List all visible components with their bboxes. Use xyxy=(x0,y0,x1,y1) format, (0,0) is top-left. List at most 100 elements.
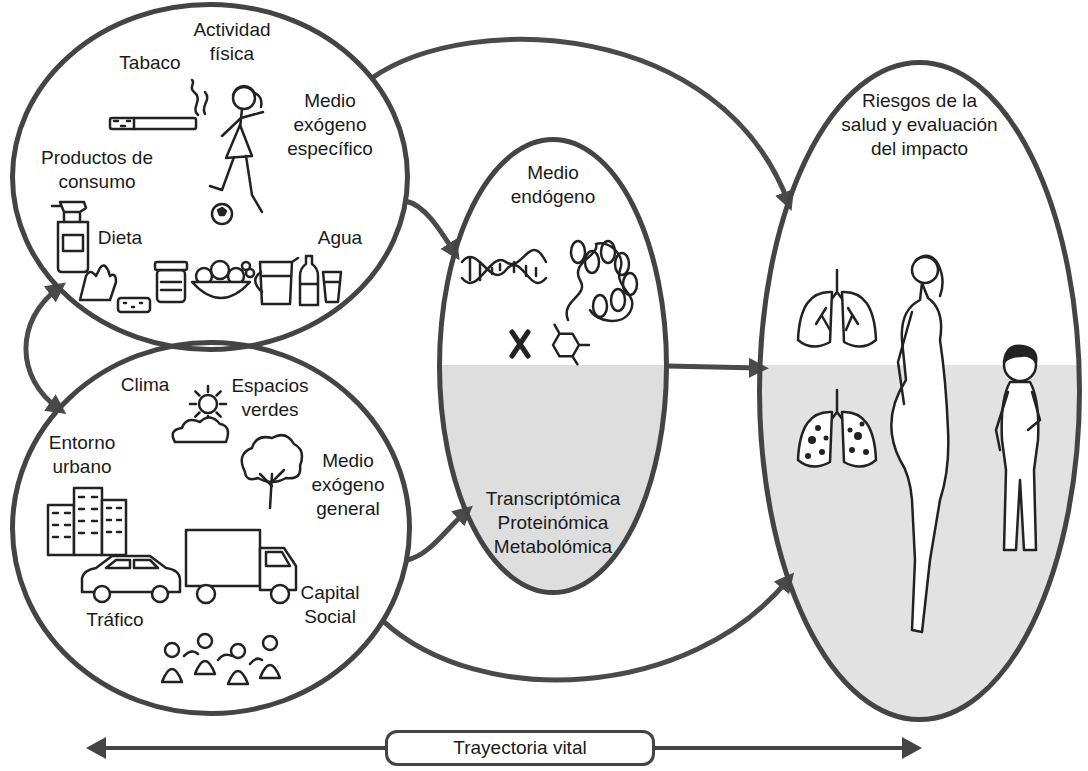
child-playing-icon xyxy=(222,112,263,136)
molecule-icon xyxy=(553,325,589,365)
flow-arrow xyxy=(383,579,789,680)
water-icon xyxy=(324,281,340,284)
node-label: Capital Social xyxy=(296,581,364,629)
traffic-icon xyxy=(260,548,296,590)
damaged-lungs-icon xyxy=(808,436,816,444)
endogenous-oval: Medio endógenoTranscriptómica Proteinómi… xyxy=(437,137,669,595)
pregnant-woman-icon xyxy=(916,256,943,296)
node-label: Actividad física xyxy=(187,18,277,66)
child-icon xyxy=(1004,346,1036,362)
child-icon xyxy=(996,392,1040,450)
child-playing-icon xyxy=(210,86,263,224)
node-label: Clima xyxy=(115,373,175,397)
tree-icon xyxy=(242,435,302,508)
weather-icon xyxy=(173,417,228,442)
food-icon xyxy=(157,270,185,302)
traffic-icon xyxy=(197,585,215,603)
pregnant-woman-icon xyxy=(891,256,948,632)
child-playing-icon xyxy=(218,208,226,215)
traffic-icon xyxy=(82,530,296,603)
dna-icon xyxy=(470,258,536,280)
protein-icon xyxy=(585,251,599,273)
protein-icon xyxy=(615,253,629,275)
node-label: Tráfico xyxy=(80,608,150,632)
circle-outline-layer xyxy=(757,60,1082,722)
child-icon xyxy=(996,346,1040,550)
child-playing-icon xyxy=(233,86,261,107)
damaged-lungs-icon xyxy=(824,436,829,441)
life-course-arrow xyxy=(86,737,922,759)
node-label: Medio endógeno xyxy=(506,161,601,209)
people-icon xyxy=(184,651,262,664)
damaged-lungs-icon xyxy=(805,422,869,460)
damaged-lungs-icon xyxy=(842,412,876,467)
child-icon xyxy=(1002,382,1039,550)
omics-shading xyxy=(760,365,1080,720)
lungs-icon xyxy=(798,270,876,347)
child-playing-icon xyxy=(212,204,232,224)
consumer-products-icon xyxy=(58,222,88,272)
protein-icon xyxy=(593,295,607,317)
water-icon xyxy=(255,258,298,292)
cigarette-icon xyxy=(110,80,207,129)
node-label: Trayectoria vital xyxy=(453,736,586,760)
omics-shading xyxy=(440,365,667,593)
people-icon xyxy=(263,636,277,650)
cigarette-icon xyxy=(133,118,136,129)
water-icon xyxy=(255,256,341,305)
consumer-products-icon xyxy=(63,235,83,251)
food-icon xyxy=(161,282,181,290)
consumer-products-icon xyxy=(118,298,150,312)
node-label: Medio exógeno específico xyxy=(284,89,376,161)
consumer-products-icon xyxy=(52,202,86,222)
flow-arrow xyxy=(26,288,59,409)
traffic-icon xyxy=(271,585,289,603)
consumer-products-icon xyxy=(124,303,142,307)
circle-outline xyxy=(440,140,667,593)
people-icon xyxy=(198,634,212,648)
people-icon xyxy=(228,671,248,684)
circle-outline xyxy=(13,343,410,714)
people-icon xyxy=(260,665,280,678)
damaged-lungs-icon xyxy=(848,428,853,433)
traffic-icon xyxy=(186,530,260,586)
food-icon xyxy=(192,282,250,298)
dna-icon xyxy=(462,250,546,283)
water-icon xyxy=(300,256,318,305)
molecule-icon xyxy=(553,325,589,365)
node-label: Transcriptómica Proteinómica Metabolómic… xyxy=(481,487,626,559)
protein-icon xyxy=(623,273,637,295)
node-label: Dieta xyxy=(90,226,150,250)
circle-outline xyxy=(13,5,408,350)
water-icon xyxy=(323,272,341,302)
lungs-icon xyxy=(798,292,832,347)
cigarette-icon xyxy=(114,121,130,126)
traffic-icon xyxy=(266,552,290,566)
damaged-lungs-icon xyxy=(815,425,821,431)
damaged-lungs-icon xyxy=(819,449,825,455)
city-icon xyxy=(48,488,126,555)
life-course-box: Trayectoria vital xyxy=(385,730,655,766)
protein-icon xyxy=(611,289,625,311)
node-label: Agua xyxy=(310,226,370,250)
node-label: Riesgos de la salud y evaluación del imp… xyxy=(840,89,1000,161)
city-icon xyxy=(102,500,126,555)
food-icon xyxy=(155,261,254,302)
exogenous-specific-circle: TabacoActividad físicaMedio exógeno espe… xyxy=(10,2,410,352)
weather-icon xyxy=(199,395,217,413)
node-label: Tabaco xyxy=(110,51,190,75)
city-icon xyxy=(53,497,121,537)
chromosome-icon xyxy=(512,332,528,356)
traffic-icon xyxy=(152,586,168,602)
exogenous-general-circle: ClimaEspacios verdesEntorno urbanoMedio … xyxy=(10,340,412,716)
lungs-icon xyxy=(842,292,876,347)
circle-outline xyxy=(760,63,1080,720)
health-risk-oval: Riesgos de la salud y evaluación del imp… xyxy=(757,60,1082,722)
people-icon xyxy=(162,669,182,682)
node-label: Medio exógeno general xyxy=(307,449,389,521)
node-label: Productos de consumo xyxy=(35,146,160,194)
dna-icon xyxy=(462,250,546,283)
flow-arrow xyxy=(407,512,467,561)
damaged-lungs-icon xyxy=(863,449,869,455)
